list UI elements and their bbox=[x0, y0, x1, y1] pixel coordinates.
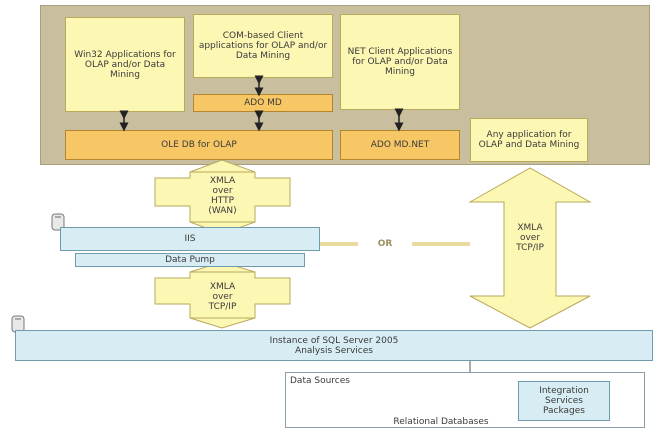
win32-applications-box: Win32 Applications for OLAP and/or Data … bbox=[65, 17, 185, 112]
xmla-http-label: XMLA over HTTP (WAN) bbox=[190, 176, 255, 216]
net-client-applications-box: NET Client Applications for OLAP and/or … bbox=[340, 14, 460, 110]
xmla-http-line-1: XMLA bbox=[209, 176, 236, 186]
server-icon bbox=[51, 213, 65, 231]
integration-line-1: Integration bbox=[539, 386, 589, 396]
data-sources-box: Data Sources Relational Databases Integr… bbox=[285, 372, 645, 428]
xmla-tcp-right-line-3: TCP/IP bbox=[516, 243, 544, 253]
ole-db-for-olap-box: OLE DB for OLAP bbox=[65, 130, 333, 160]
ole-db-for-olap-label: OLE DB for OLAP bbox=[161, 140, 237, 150]
xmla-http-line-4: (WAN) bbox=[208, 206, 237, 216]
ado-md-net-box: ADO MD.NET bbox=[340, 130, 460, 160]
xmla-tcp-left-line-3: TCP/IP bbox=[208, 302, 237, 312]
xmla-tcp-left-label: XMLA over TCP/IP bbox=[190, 282, 255, 312]
integration-services-box: Integration Services Packages bbox=[518, 381, 610, 421]
xmla-http-line-2: over bbox=[212, 186, 233, 196]
xmla-tcp-right-line-1: XMLA bbox=[517, 223, 543, 233]
iis-label: IIS bbox=[184, 234, 196, 244]
ado-md-label: ADO MD bbox=[244, 98, 282, 108]
instance-line-2: Analysis Services bbox=[295, 345, 373, 356]
instance-line-1: Instance of SQL Server 2005 bbox=[269, 335, 399, 346]
xmla-tcp-right-label: XMLA over TCP/IP bbox=[504, 223, 556, 253]
relational-databases-label: Relational Databases bbox=[393, 417, 489, 427]
xmla-tcp-left-line-2: over bbox=[212, 292, 233, 302]
any-application-label: Any application for OLAP and Data Mining bbox=[478, 130, 580, 150]
win32-applications-label: Win32 Applications for OLAP and/or Data … bbox=[74, 49, 176, 80]
xmla-http-line-3: HTTP bbox=[210, 196, 235, 206]
data-pump-label: Data Pump bbox=[165, 255, 215, 265]
xmla-tcp-right-line-2: over bbox=[519, 233, 541, 243]
data-pump-box: Data Pump bbox=[75, 253, 305, 267]
ado-md-net-label: ADO MD.NET bbox=[370, 140, 430, 150]
analysis-services-instance-box: Instance of SQL Server 2005 Analysis Ser… bbox=[15, 330, 653, 361]
iis-box: IIS bbox=[60, 227, 320, 251]
integration-line-2: Services bbox=[545, 396, 583, 406]
xmla-tcp-left-line-1: XMLA bbox=[209, 282, 236, 292]
net-client-applications-label: NET Client Applications for OLAP and/or … bbox=[347, 47, 453, 77]
any-application-box: Any application for OLAP and Data Mining bbox=[470, 118, 588, 162]
or-label: OR bbox=[377, 239, 393, 249]
xmla-tcp-right-arrow bbox=[468, 167, 592, 329]
data-sources-title: Data Sources bbox=[290, 376, 350, 386]
com-client-applications-label: COM-based Client applications for OLAP a… bbox=[198, 31, 328, 61]
integration-line-3: Packages bbox=[543, 406, 585, 416]
